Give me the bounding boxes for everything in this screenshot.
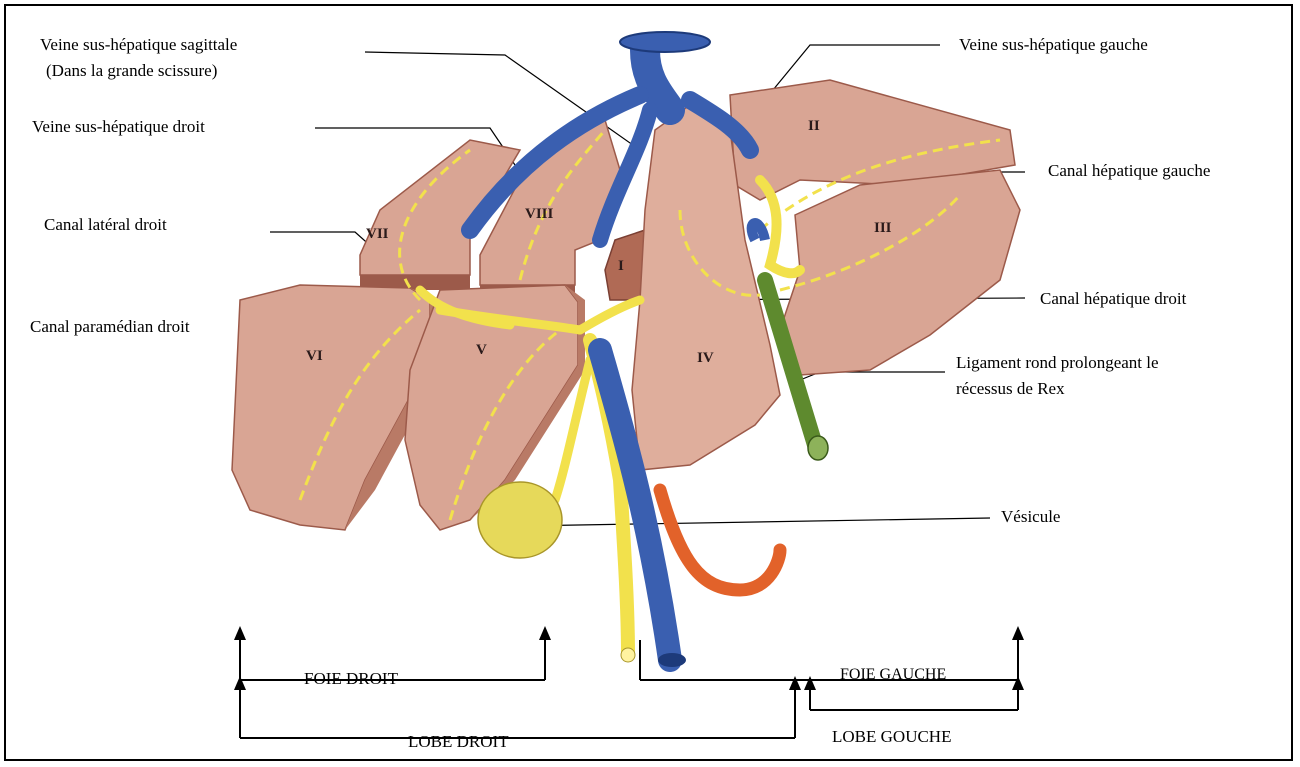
segment-label-ii: II xyxy=(808,118,820,134)
segment-label-iii: III xyxy=(874,220,892,236)
segment-label-viii: VIII xyxy=(525,206,554,222)
canal-hepatique-droit xyxy=(580,300,640,330)
label-ligament-l1: Ligament rond prolongeant le xyxy=(956,352,1159,373)
vesicule-shape xyxy=(478,482,562,558)
label-foie-droit: FOIE DROIT xyxy=(304,668,398,689)
segment-label-vi: VI xyxy=(306,348,323,364)
label-canal-paramedian: Canal paramédian droit xyxy=(30,316,190,337)
label-veine-sagittale-sub: (Dans la grande scissure) xyxy=(46,60,217,81)
label-veine-sagittale: Veine sus-hépatique sagittale xyxy=(40,34,237,55)
segment-iii-block xyxy=(780,170,1020,375)
artere xyxy=(660,490,780,590)
segment-label-i: I xyxy=(618,258,624,274)
label-vesicule: Vésicule xyxy=(1001,506,1060,527)
label-foie-gauche: FOIE GAUCHE xyxy=(840,664,946,685)
label-lobe-gauche: LOBE GOUCHE xyxy=(832,726,951,747)
label-canal-hep-gauche: Canal hépatique gauche xyxy=(1048,160,1210,181)
vena-cava-top xyxy=(645,50,670,110)
label-ligament-l2: récessus de Rex xyxy=(956,378,1065,399)
segment-label-v: V xyxy=(476,342,487,358)
label-veine-gauche: Veine sus-hépatique gauche xyxy=(959,34,1148,55)
label-canal-lateral: Canal latéral droit xyxy=(44,214,167,235)
label-veine-droit: Veine sus-hépatique droit xyxy=(32,116,205,137)
segment-label-iv: IV xyxy=(697,350,714,366)
label-lobe-droit: LOBE DROIT xyxy=(408,731,509,752)
label-canal-hep-droit: Canal hépatique droit xyxy=(1040,288,1186,309)
segment-label-vii: VII xyxy=(366,226,389,242)
leader-vesicule xyxy=(520,518,990,526)
segment-vi-block xyxy=(232,285,430,530)
